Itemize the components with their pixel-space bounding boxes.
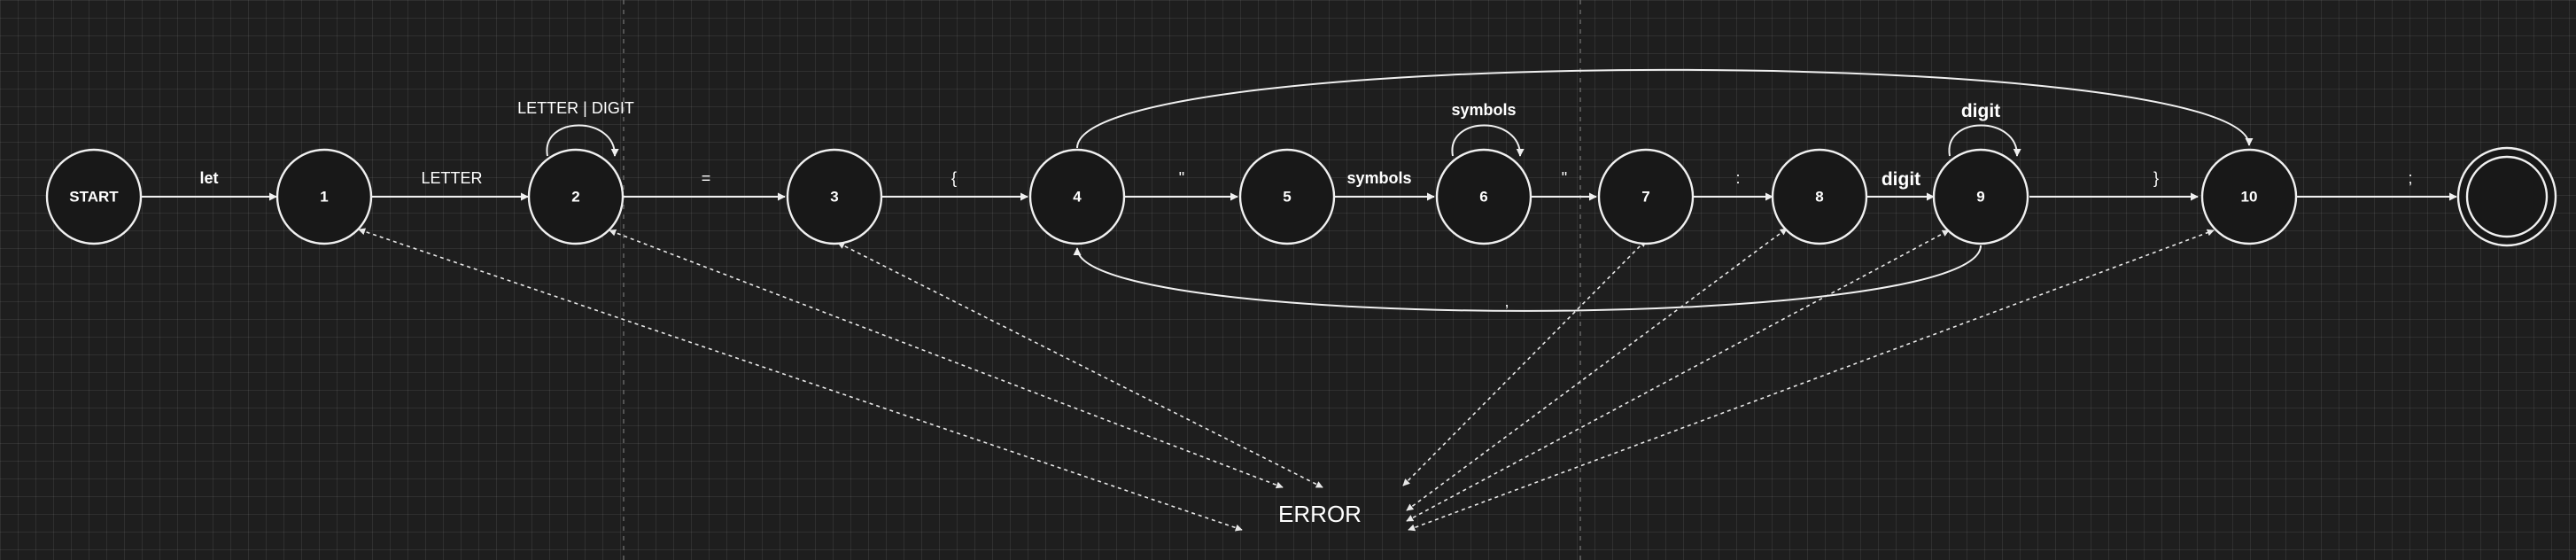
state-label: 9 [1976,189,1984,206]
state-8: 8 [1771,148,1868,245]
error-edge-9 [1406,229,1950,522]
error-transitions [358,228,2215,532]
error-edge-7 [1402,239,1647,486]
state-label: 10 [2241,189,2258,206]
state-label: 3 [830,189,838,206]
state-4: 4 [1028,148,1126,245]
transition-6-6-loop: symbols [1451,101,1525,157]
transition-5-6: symbols [1335,169,1435,201]
transition-9-4-back: , [1073,245,1982,312]
state-9: 9 [1932,148,2029,245]
edge-label-digit: digit [1882,169,1920,190]
transition-8-9: digit [1867,169,1935,201]
edge-label-open-brace: { [951,169,957,187]
error-edge-8 [1406,228,1788,511]
error-label: ERROR [1278,501,1362,527]
transition-9-9-loop: digit [1948,101,2021,157]
edge-label-letter: LETTER [421,169,482,187]
transition-4-5: " [1125,169,1238,201]
state-6: 6 [1435,148,1532,245]
edge-label-colon: : [1735,169,1740,187]
edge-label-close-brace: } [2153,169,2159,187]
transition-2-3: = [623,169,786,201]
edge-label-digit-loop: digit [1961,101,2000,121]
edge-label-let: let [199,169,218,187]
transition-10-accept: ; [2294,169,2457,201]
edge-label-symbols: symbols [1346,169,1411,187]
state-label: 8 [1815,189,1823,206]
edge-label-quote-2: " [1562,169,1567,187]
state-label: START [69,189,119,206]
state-2: 2 [527,148,625,245]
state-7: 7 [1597,148,1695,245]
state-label: 5 [1283,189,1291,206]
state-label: 6 [1479,189,1487,206]
state-label: 7 [1641,189,1649,206]
state-label: 2 [571,189,579,206]
edge-label-semicolon: ; [2408,169,2412,187]
transition-7-8: : [1694,169,1773,201]
state-start: START [45,148,143,245]
state-label: 1 [320,189,328,206]
state-10: 10 [2200,148,2298,245]
transition-6-7: " [1532,169,1597,201]
edge-label-equals: = [702,169,711,187]
state-accept [2456,146,2557,247]
transition-3-4: { [882,169,1028,201]
transition-9-10: } [2029,169,2199,201]
state-5: 5 [1238,148,1336,245]
state-3: 3 [786,148,883,245]
state-1: 1 [275,148,373,245]
edge-label-symbols-loop: symbols [1451,101,1516,119]
error-edge-2 [609,229,1284,489]
state-label: 4 [1073,189,1082,206]
error-edge-3 [837,242,1323,488]
edge-label-quote: " [1179,169,1184,187]
transition-1-2: LETTER [371,169,529,201]
transition-4-10-arc [1076,68,2254,149]
edge-label-letter-or-digit: LETTER | DIGIT [517,99,634,117]
error-edge-10 [1408,229,2215,532]
transition-2-2-loop: LETTER | DIGIT [517,99,634,157]
transition-start-1: let [142,169,277,201]
edge-label-comma: , [1504,292,1509,310]
